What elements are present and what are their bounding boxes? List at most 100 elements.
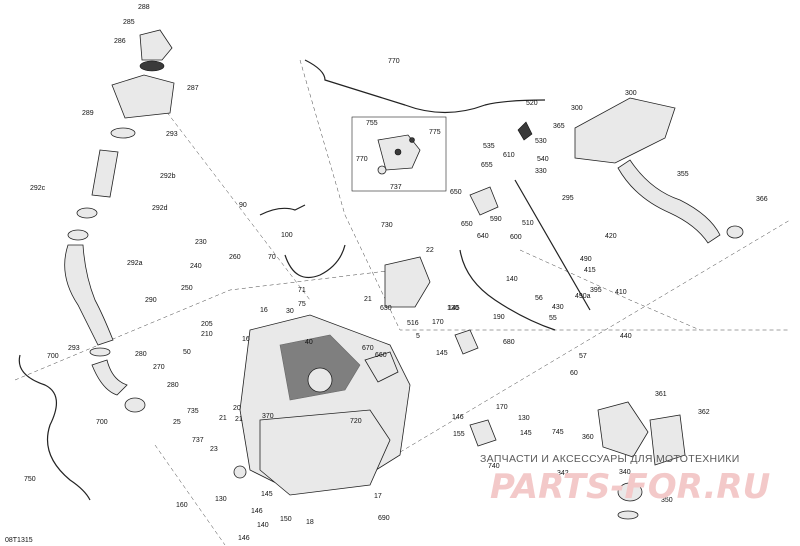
callout-label: 240 [190, 263, 202, 270]
callout-label: 285 [123, 19, 135, 26]
callout-label: 270 [153, 364, 165, 371]
callout-label: 370 [262, 413, 274, 420]
callout-label: 21 [219, 415, 227, 422]
shift-rod [514, 179, 591, 311]
exhaust-pipe [617, 159, 721, 244]
exhaust-gasket [726, 225, 744, 239]
callout-label: 700 [96, 419, 108, 426]
callout-label: 293 [166, 131, 178, 138]
sensor-part [454, 329, 479, 355]
callout-label: 770 [388, 58, 400, 65]
harness-wire [284, 244, 346, 279]
callout-label: 700 [47, 353, 59, 360]
callout-label: 342 [557, 470, 569, 477]
callout-label: 22 [426, 247, 434, 254]
callout-label: 690 [378, 515, 390, 522]
air-filter-cap [139, 29, 173, 61]
callout-label: 670 [362, 345, 374, 352]
callout-label: 190 [493, 314, 505, 321]
callout-label: 155 [453, 431, 465, 438]
callout-label: 755 [366, 120, 378, 127]
engine-head [279, 334, 361, 401]
callout-label: 295 [562, 195, 574, 202]
engine-crankcase [259, 409, 391, 496]
dashed-line [154, 444, 226, 546]
callout-label: 150 [280, 516, 292, 523]
callout-label: 30 [286, 308, 294, 315]
engine-mount [364, 351, 399, 383]
callout-label: 146 [251, 508, 263, 515]
callout-label: 340 [619, 469, 631, 476]
callout-label: 40 [305, 339, 313, 346]
callout-label: 17 [374, 493, 382, 500]
callout-label: 18 [306, 519, 314, 526]
callout-label: 170 [496, 404, 508, 411]
callout-label: 56 [535, 295, 543, 302]
callout-labels: 288285286287289293292c292b292d292a290293… [24, 4, 768, 542]
callout-label: 530 [535, 138, 547, 145]
callout-label: 520 [526, 100, 538, 107]
callout-label: 293 [68, 345, 80, 352]
heat-shield [574, 97, 676, 164]
callout-label: 57 [579, 353, 587, 360]
callout-label: 516 [407, 320, 419, 327]
callout-label: 395 [590, 287, 602, 294]
callout-label: 735 [187, 408, 199, 415]
callout-label: 420 [605, 233, 617, 240]
callout-label: 650 [461, 221, 473, 228]
callout-label: 145 [261, 491, 273, 498]
callout-label: 745 [552, 429, 564, 436]
bolt-part [394, 148, 402, 156]
clamp-ring [76, 207, 98, 219]
callout-label: 730 [381, 222, 393, 229]
dashed-line [149, 89, 311, 301]
callout-label: 16 [260, 307, 268, 314]
engine-throttle-body [307, 367, 333, 393]
callout-label: 145 [520, 430, 532, 437]
callout-label: 70 [268, 254, 276, 261]
shift-bracket [469, 186, 499, 216]
shift-cable-60 [459, 249, 556, 331]
callout-label: 355 [677, 171, 689, 178]
intake-hose [64, 244, 114, 346]
callout-label: 490 [580, 256, 592, 263]
callout-label: 430 [552, 304, 564, 311]
callout-label: 130 [447, 305, 459, 312]
callout-label: 130 [518, 415, 530, 422]
callout-label: 205 [201, 321, 213, 328]
callout-label: 750 [24, 476, 36, 483]
shift-cable [304, 59, 546, 114]
callout-label: 50 [183, 349, 191, 356]
callout-label: 145 [448, 305, 460, 312]
watermark-line1: ЗАПЧАСТИ И АКСЕССУАРЫ ДЛЯ МОТОТЕХНИКИ [480, 453, 740, 465]
callout-label: 145 [436, 350, 448, 357]
callout-label: 410 [615, 289, 627, 296]
breather-hose [18, 354, 91, 501]
callout-label: 140 [257, 522, 269, 529]
callout-label: 160 [176, 502, 188, 509]
callout-label: 510 [522, 220, 534, 227]
callout-label: 130 [215, 496, 227, 503]
callout-label: 365 [553, 123, 565, 130]
intake-manifold [597, 401, 649, 458]
clamp-ring [89, 347, 111, 357]
callout-label: 630 [380, 305, 392, 312]
callout-label: 280 [167, 382, 179, 389]
dashed-line [14, 269, 396, 381]
bracket-part [469, 419, 497, 447]
callout-label: 361 [655, 391, 667, 398]
air-duct [649, 414, 686, 466]
callout-label: 640 [477, 233, 489, 240]
callout-label: 720 [350, 418, 362, 425]
dashed-line [299, 59, 346, 216]
callout-label: 300 [625, 90, 637, 97]
callout-label: 415 [584, 267, 596, 274]
clamp-part [377, 165, 387, 175]
engine-bracket [384, 256, 431, 308]
watermark-line2: PARTS-FOR.RU [490, 467, 770, 507]
callout-label: 655 [481, 162, 493, 169]
callout-label: 775 [429, 129, 441, 136]
callout-label: 21 [364, 296, 372, 303]
callout-label: 250 [181, 285, 193, 292]
